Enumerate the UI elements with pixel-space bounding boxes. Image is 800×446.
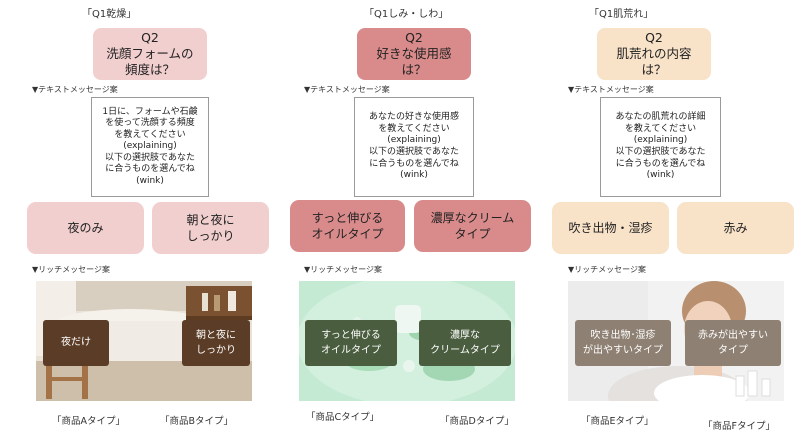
- choice-button-morning-night[interactable]: 朝と夜に しっかり: [152, 202, 269, 254]
- column-title-spots-wrinkles: 「Q1しみ・しわ」: [364, 9, 449, 20]
- text-message-label: ▼テキストメッセージ案: [568, 85, 654, 94]
- choice-button-breakouts[interactable]: 吹き出物・湿疹: [552, 202, 669, 254]
- product-label-b: 「商品Bタイプ」: [160, 416, 234, 427]
- rich-message-label: ▼リッチメッセージ案: [32, 265, 110, 274]
- text-message-label: ▼テキストメッセージ案: [32, 85, 118, 94]
- text-message-box-spots-wrinkles: あなたの好きな使用感 を教えてください (explaining) 以下の選択肢で…: [354, 97, 474, 197]
- rich-message-label: ▼リッチメッセージ案: [568, 265, 646, 274]
- choice-button-oil-type[interactable]: すっと伸びる オイルタイプ: [290, 200, 405, 252]
- product-label-e: 「商品Eタイプ」: [581, 416, 654, 427]
- rich-button-cream-type[interactable]: 濃厚な クリームタイプ: [419, 320, 511, 366]
- choice-button-cream-type[interactable]: 濃厚なクリーム タイプ: [414, 200, 531, 252]
- product-label-f: 「商品Fタイプ」: [703, 421, 775, 432]
- question-box-spots-wrinkles: Q2 好きな使用感 は？: [357, 28, 471, 80]
- rich-message-image-spots-wrinkles: すっと伸びる オイルタイプ 濃厚な クリームタイプ: [299, 281, 515, 401]
- product-label-a: 「商品Aタイプ」: [52, 416, 125, 427]
- product-label-c: 「商品Cタイプ」: [306, 412, 380, 423]
- rich-message-label: ▼リッチメッセージ案: [304, 265, 382, 274]
- text-message-label: ▼テキストメッセージ案: [304, 85, 390, 94]
- text-message-box-dryness: 1日に、フォームや石鹸 を使って洗顔する頻度 を教えてください (explain…: [91, 97, 209, 197]
- rich-button-redness[interactable]: 赤みが出やすい タイプ: [685, 320, 781, 366]
- rich-message-image-dryness: 夜だけ 朝と夜に しっかり: [36, 281, 252, 401]
- product-label-d: 「商品Dタイプ」: [440, 416, 514, 427]
- rich-button-oil-type[interactable]: すっと伸びる オイルタイプ: [305, 320, 397, 366]
- rich-message-image-rough-skin: 吹き出物･湿疹 が出やすいタイプ 赤みが出やすい タイプ: [568, 281, 784, 401]
- question-box-dryness: Q2 洗顔フォームの 頻度は？: [93, 28, 207, 80]
- choice-button-redness[interactable]: 赤み: [677, 202, 794, 254]
- choice-button-night-only[interactable]: 夜のみ: [27, 202, 144, 254]
- column-title-dryness: 「Q1乾燥」: [82, 9, 137, 20]
- question-box-rough-skin: Q2 肌荒れの内容 は？: [597, 28, 711, 80]
- rich-button-morning-night[interactable]: 朝と夜に しっかり: [182, 320, 250, 366]
- text-message-box-rough-skin: あなたの肌荒れの詳細 を教えてください (explaining) 以下の選択肢で…: [600, 97, 721, 197]
- column-title-rough-skin: 「Q1肌荒れ」: [589, 9, 654, 20]
- rich-button-breakouts[interactable]: 吹き出物･湿疹 が出やすいタイプ: [575, 320, 671, 366]
- rich-button-night-only[interactable]: 夜だけ: [43, 320, 109, 366]
